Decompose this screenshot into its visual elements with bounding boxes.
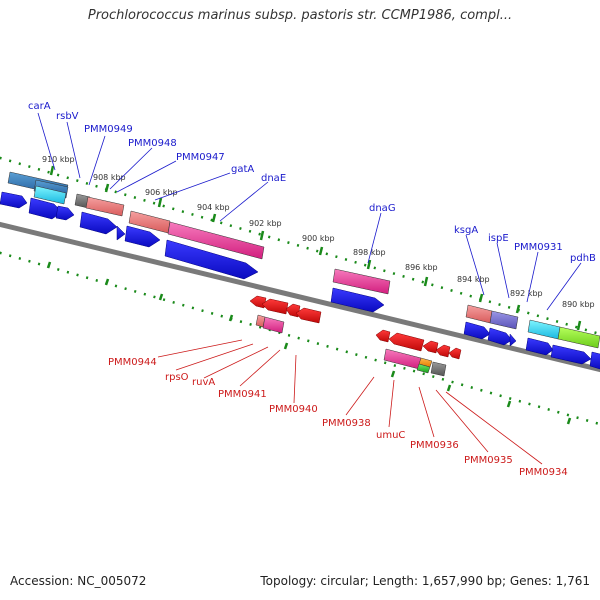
gene-arrow[interactable] bbox=[375, 329, 391, 343]
feature-box[interactable] bbox=[383, 348, 422, 370]
gene-label-umuC[interactable]: umuC bbox=[376, 430, 405, 441]
gene-arrow[interactable] bbox=[525, 337, 554, 356]
gene-label-rpsO[interactable]: rpsO bbox=[165, 372, 189, 383]
gene-label-PMM0948[interactable]: PMM0948 bbox=[128, 138, 177, 149]
gene-arrow[interactable] bbox=[116, 225, 126, 241]
gene-label-rsbV[interactable]: rsbV bbox=[56, 111, 79, 122]
tick-label-906: 906 kbp bbox=[145, 188, 178, 197]
gene-arrow[interactable] bbox=[388, 332, 425, 352]
tick-label-904: 904 kbp bbox=[197, 203, 230, 212]
forward-label-leaders bbox=[37, 112, 582, 311]
feature-box[interactable] bbox=[332, 268, 391, 295]
gene-label-PMM0934[interactable]: PMM0934 bbox=[519, 467, 568, 478]
gene-label-PMM0947[interactable]: PMM0947 bbox=[176, 152, 225, 163]
feature-box[interactable] bbox=[489, 310, 519, 330]
genome-summary: Topology: circular; Length: 1,657,990 bp… bbox=[260, 574, 590, 588]
tick-label-890: 890 kbp bbox=[562, 300, 595, 309]
feature-box[interactable] bbox=[465, 304, 493, 324]
gene-label-PMM0938[interactable]: PMM0938 bbox=[322, 418, 371, 429]
gene-arrow[interactable] bbox=[463, 321, 491, 340]
tick-label-902: 902 kbp bbox=[249, 219, 282, 228]
gene-arrow[interactable] bbox=[164, 239, 259, 280]
gene-arrow[interactable] bbox=[589, 351, 600, 370]
gene-label-PMM0944[interactable]: PMM0944 bbox=[108, 357, 157, 368]
feature-box[interactable] bbox=[527, 319, 561, 340]
gene-arrow[interactable] bbox=[295, 307, 322, 324]
reverse-features bbox=[255, 314, 447, 377]
tick-label-908: 908 kbp bbox=[93, 173, 126, 182]
map-title: Prochlorococcus marinus subsp. pastoris … bbox=[87, 8, 513, 23]
forward-gene-arrows bbox=[0, 191, 600, 370]
gene-label-PMM0949[interactable]: PMM0949 bbox=[84, 124, 133, 135]
feature-box[interactable] bbox=[430, 361, 447, 377]
gene-arrow[interactable] bbox=[79, 211, 118, 235]
gene-arrow[interactable] bbox=[448, 347, 462, 360]
feature-box[interactable] bbox=[262, 316, 285, 334]
gene-label-dnaG[interactable]: dnaG bbox=[369, 203, 396, 214]
gene-arrow[interactable] bbox=[435, 344, 451, 358]
tick-label-896: 896 kbp bbox=[405, 263, 438, 272]
tick-label-900: 900 kbp bbox=[302, 234, 335, 243]
gene-label-ispE[interactable]: ispE bbox=[488, 233, 509, 244]
tick-label-892: 892 kbp bbox=[510, 289, 543, 298]
gene-label-gatA[interactable]: gatA bbox=[231, 164, 254, 175]
gene-label-PMM0940[interactable]: PMM0940 bbox=[269, 404, 318, 415]
feature-box[interactable] bbox=[85, 196, 125, 217]
reverse-major-ticks bbox=[46, 261, 572, 425]
gene-arrow[interactable] bbox=[422, 340, 439, 354]
gene-label-carA[interactable]: carA bbox=[28, 101, 51, 112]
gene-label-PMM0941[interactable]: PMM0941 bbox=[218, 389, 267, 400]
gene-arrow[interactable] bbox=[124, 225, 161, 248]
gene-label-ksgA[interactable]: ksgA bbox=[454, 225, 478, 236]
feature-box[interactable] bbox=[557, 326, 600, 349]
tick-label-894: 894 kbp bbox=[457, 275, 490, 284]
gene-arrow[interactable] bbox=[330, 287, 385, 313]
accession-label: Accession: NC_005072 bbox=[10, 574, 147, 588]
reverse-gene-arrows bbox=[249, 295, 462, 360]
feature-box[interactable] bbox=[167, 221, 265, 260]
gene-arrow[interactable] bbox=[249, 295, 267, 309]
tick-label-898: 898 kbp bbox=[353, 248, 386, 257]
gene-arrow[interactable] bbox=[487, 327, 513, 346]
gene-arrow[interactable] bbox=[550, 344, 592, 365]
reverse-label-leaders bbox=[157, 339, 543, 465]
genome-backbone bbox=[0, 221, 600, 373]
feature-box[interactable] bbox=[416, 363, 431, 374]
gene-label-PMM0935[interactable]: PMM0935 bbox=[464, 455, 513, 466]
feature-box[interactable] bbox=[33, 185, 67, 205]
tick-label-910: 910 kbp bbox=[42, 155, 75, 164]
gene-label-ruvA[interactable]: ruvA bbox=[192, 377, 215, 388]
forward-major-ticks bbox=[49, 165, 582, 331]
gene-arrow[interactable] bbox=[509, 333, 517, 347]
gene-arrow[interactable] bbox=[55, 205, 75, 221]
forward-features bbox=[7, 171, 600, 349]
gene-label-PMM0936[interactable]: PMM0936 bbox=[410, 440, 459, 451]
gene-label-pdhB[interactable]: pdhB bbox=[570, 253, 596, 264]
gene-arrow[interactable] bbox=[0, 191, 28, 209]
gene-arrow[interactable] bbox=[261, 298, 289, 315]
gene-label-dnaE[interactable]: dnaE bbox=[261, 173, 286, 184]
gene-label-PMM0931[interactable]: PMM0931 bbox=[514, 242, 563, 253]
